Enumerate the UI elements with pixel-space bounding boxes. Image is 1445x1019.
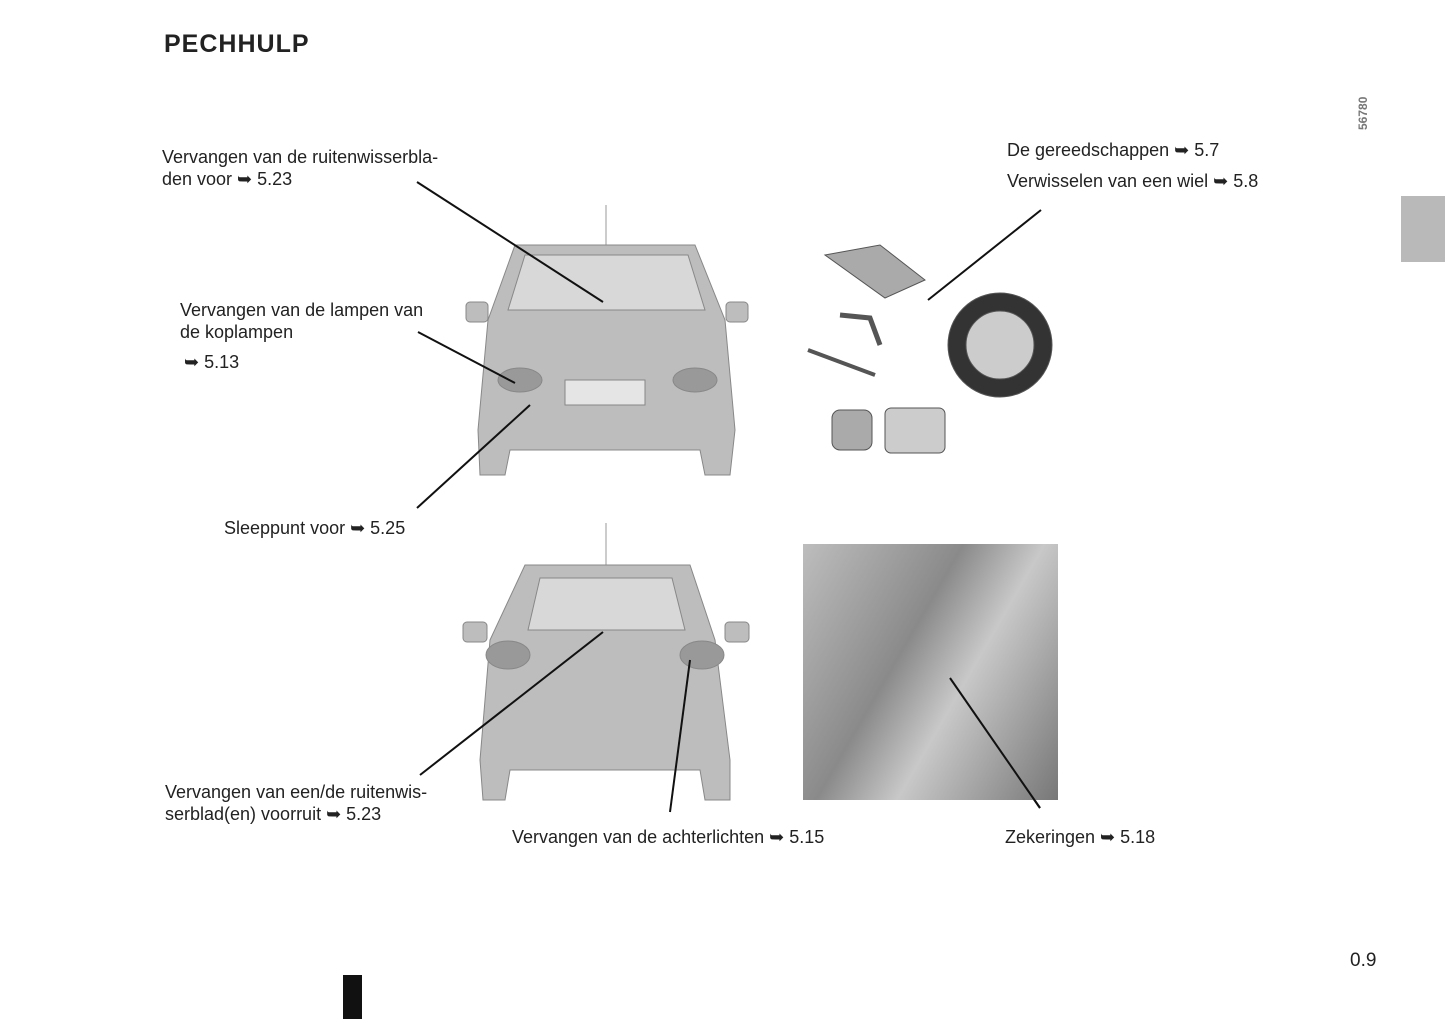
label-line: Vervangen van de lampen van: [180, 300, 424, 320]
label-headlamps: Vervangen van de lampen van de koplampen…: [180, 299, 423, 373]
page-title: PECHHULP: [164, 30, 310, 58]
rear-car-illustration: [462, 523, 750, 801]
label-line: ➥ 5.13: [184, 352, 240, 372]
label-tow-front: Sleeppunt voor ➥ 5.25: [224, 518, 406, 538]
label-wipers-front: Vervangen van de ruitenwisserbla- den vo…: [162, 146, 438, 190]
label-line: den voor ➥ 5.23: [162, 169, 293, 189]
tools-illustration: [807, 244, 1053, 454]
binding-mark: [343, 975, 362, 1019]
label-line: serblad(en) voorruit ➥ 5.23: [165, 804, 382, 824]
label-wiper-rear: Vervangen van een/de ruitenwis- serblad(…: [165, 781, 427, 825]
front-car-illustration: [465, 205, 749, 476]
label-fuses: Zekeringen ➥ 5.18: [1005, 827, 1156, 847]
interior-fusebox-photo: [803, 544, 1058, 800]
label-line: Vervangen van de ruitenwisserbla-: [162, 147, 439, 167]
label-line: Vervangen van een/de ruitenwis-: [165, 782, 428, 802]
label-line: de koplampen: [180, 322, 294, 342]
label-rear-lights: Vervangen van de achterlichten ➥ 5.15: [512, 827, 825, 847]
chapter-tab: [1401, 196, 1445, 262]
label-tools: De gereedschappen ➥ 5.7: [1007, 140, 1220, 160]
page-number: 0.9: [1350, 950, 1377, 971]
label-wheel: Verwisselen van een wiel ➥ 5.8: [1007, 171, 1259, 191]
